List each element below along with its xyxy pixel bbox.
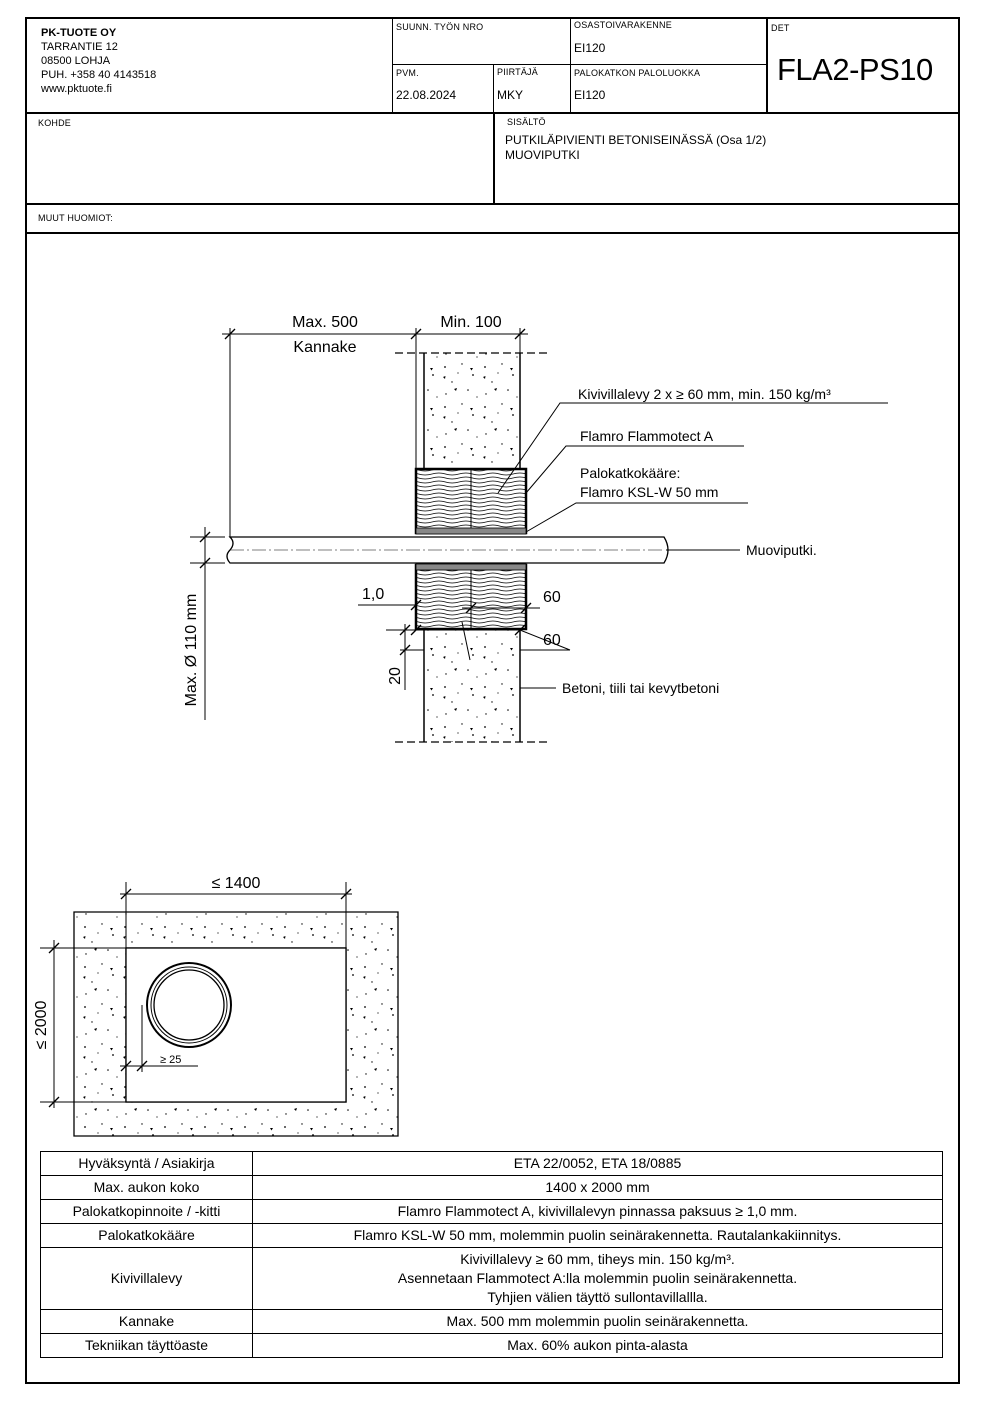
title-vdiv-5 [493, 113, 495, 204]
title-vdiv-3 [766, 17, 768, 113]
pipe-circle [153, 969, 225, 1041]
label-flamro-a: Flamro Flammotect A [580, 428, 714, 444]
spec-value: Kivivillalevy ≥ 60 mm, tiheys min. 150 k… [252, 1247, 943, 1310]
sisalto-line-1: PUTKILÄPIVIENTI BETONISEINÄSSÄ (Osa 1/2) [505, 133, 767, 147]
spec-value-line: Kivivillalevy ≥ 60 mm, tiheys min. 150 k… [460, 1251, 735, 1267]
dim-height-2000: ≤ 2000 [33, 1000, 50, 1049]
drawing-frame [25, 17, 960, 1384]
pvm-value: 22.08.2024 [396, 88, 457, 102]
leader-palokatko [525, 502, 748, 533]
paloluokka-value: EI120 [574, 88, 606, 102]
table-row: Max. aukon koko 1400 x 2000 mm [40, 1175, 943, 1200]
spec-value: Max. 60% aukon pinta-alasta [252, 1333, 943, 1358]
sisalto-line-2: MUOVIPUTKI [505, 148, 580, 162]
label-palokatko-2: Flamro KSL-W 50 mm [580, 484, 718, 500]
spec-key: Hyväksyntä / Asiakirja [40, 1151, 253, 1176]
label-muoviputki: Muoviputki. [746, 542, 817, 558]
spec-table: Hyväksyntä / Asiakirja ETA 22/0052, ETA … [40, 1151, 943, 1358]
label-betoni: Betoni, tiili tai kevytbetoni [562, 680, 719, 696]
title-vdiv-2 [570, 17, 571, 113]
section-view: Max. 500 Min. 100 Kannake Max. Ø 110 mm … [183, 314, 888, 743]
spec-value: 1400 x 2000 mm [252, 1175, 943, 1200]
osasto-label: OSASTOIVARAKENNE [574, 20, 672, 30]
sisalto-label: SISÄLTÖ [507, 117, 546, 127]
dim-60-b: 60 [543, 632, 561, 649]
table-row: Kannake Max. 500 mm molemmin puolin sein… [40, 1309, 943, 1334]
table-row: Tekniikan täyttöaste Max. 60% aukon pint… [40, 1333, 943, 1358]
spec-key: Kivivillalevy [40, 1247, 253, 1310]
piirtaja-value: MKY [497, 88, 524, 102]
spec-key: Kannake [40, 1309, 253, 1334]
plastic-pipe [226, 536, 669, 564]
dim-1-0: 1,0 [362, 586, 384, 603]
dim-60-a: 60 [543, 589, 561, 606]
pipe-wrap-outer [146, 962, 232, 1048]
company-street: TARRANTIE 12 [41, 41, 118, 53]
title-divider-1 [25, 112, 960, 114]
spec-key: Palokatkopinnoite / -kitti [40, 1199, 253, 1224]
paloluokka-label: PALOKATKON PALOLUOKKA [574, 68, 701, 78]
label-kivivilla: Kivivillalevy 2 x ≥ 60 mm, min. 150 kg/m… [578, 386, 831, 402]
kannake-label: Kannake [293, 339, 356, 356]
wall-upper [424, 353, 520, 469]
title-vdiv-4 [493, 64, 494, 113]
piirtaja-label: PIIRTÄJÄ [497, 67, 538, 77]
spec-value: Flamro KSL-W 50 mm, molemmin puolin sein… [252, 1223, 943, 1248]
spec-value-line: Tyhjien välien täyttö sullontavillallla. [487, 1289, 708, 1305]
wall-opening [125, 947, 347, 1103]
spec-key: Tekniikan täyttöaste [40, 1333, 253, 1358]
title-divider-2 [25, 203, 960, 205]
spec-value: Flamro Flammotect A, kivivillalevyn pinn… [252, 1199, 943, 1224]
dim-gap-25: ≥ 25 [160, 1054, 181, 1066]
leader-kivivilla [497, 402, 888, 494]
dim-max500: Max. 500 [292, 314, 358, 331]
wall-lower [424, 630, 520, 742]
muut-huomiot-label: MUUT HUOMIOT: [38, 213, 113, 223]
wrap-upper [415, 527, 527, 535]
table-row: Kivivillalevy Kivivillalevy ≥ 60 mm, tih… [40, 1247, 943, 1310]
pvm-label: PVM. [396, 68, 419, 78]
sisalto-text: PUTKILÄPIVIENTI BETONISEINÄSSÄ (Osa 1/2)… [505, 133, 766, 163]
det-value: FLA2-PS10 [777, 52, 933, 87]
title-vdiv-1 [392, 17, 393, 113]
dim-20: 20 [387, 667, 404, 685]
spec-key: Max. aukon koko [40, 1175, 253, 1200]
table-row: Hyväksyntä / Asiakirja ETA 22/0052, ETA … [40, 1151, 943, 1176]
company-phone: PUH. +358 40 4143518 [41, 69, 157, 81]
table-row: Palokatkopinnoite / -kitti Flamro Flammo… [40, 1199, 943, 1224]
title-divider-3 [25, 232, 960, 234]
suunn-label: SUUNN. TYÖN NRO [396, 22, 484, 32]
title-divider-mid [392, 64, 766, 65]
spec-key: Palokatkokääre [40, 1223, 253, 1248]
label-palokatko-1: Palokatkokääre: [580, 465, 680, 481]
company-web: www.pktuote.fi [41, 83, 112, 95]
dim-width-1400: ≤ 1400 [212, 875, 261, 892]
dim-max-d110: Max. Ø 110 mm [183, 594, 200, 707]
leader-flamro-a [525, 445, 744, 494]
spec-value: Max. 500 mm molemmin puolin seinärakenne… [252, 1309, 943, 1334]
company-city: 08500 LOHJA [41, 55, 111, 67]
osasto-value: EI120 [574, 41, 606, 55]
kohde-label: KOHDE [38, 118, 72, 128]
spec-value: ETA 22/0052, ETA 18/0885 [252, 1151, 943, 1176]
table-row: Palokatkokääre Flamro KSL-W 50 mm, molem… [40, 1223, 943, 1248]
elevation-view: ≤ 1400 ≤ 2000 ≥ 25 [33, 875, 399, 1137]
wrap-lower [415, 563, 527, 571]
company-block: PK-TUOTE OY TARRANTIE 12 08500 LOHJA PUH… [41, 26, 156, 96]
company-name: PK-TUOTE OY [41, 27, 117, 39]
det-label: DET [771, 23, 790, 33]
dim-min100: Min. 100 [440, 314, 501, 331]
spec-value-line: Asennetaan Flammotect A:lla molemmin puo… [397, 1270, 798, 1286]
pipe-wrap-inner [150, 966, 228, 1044]
